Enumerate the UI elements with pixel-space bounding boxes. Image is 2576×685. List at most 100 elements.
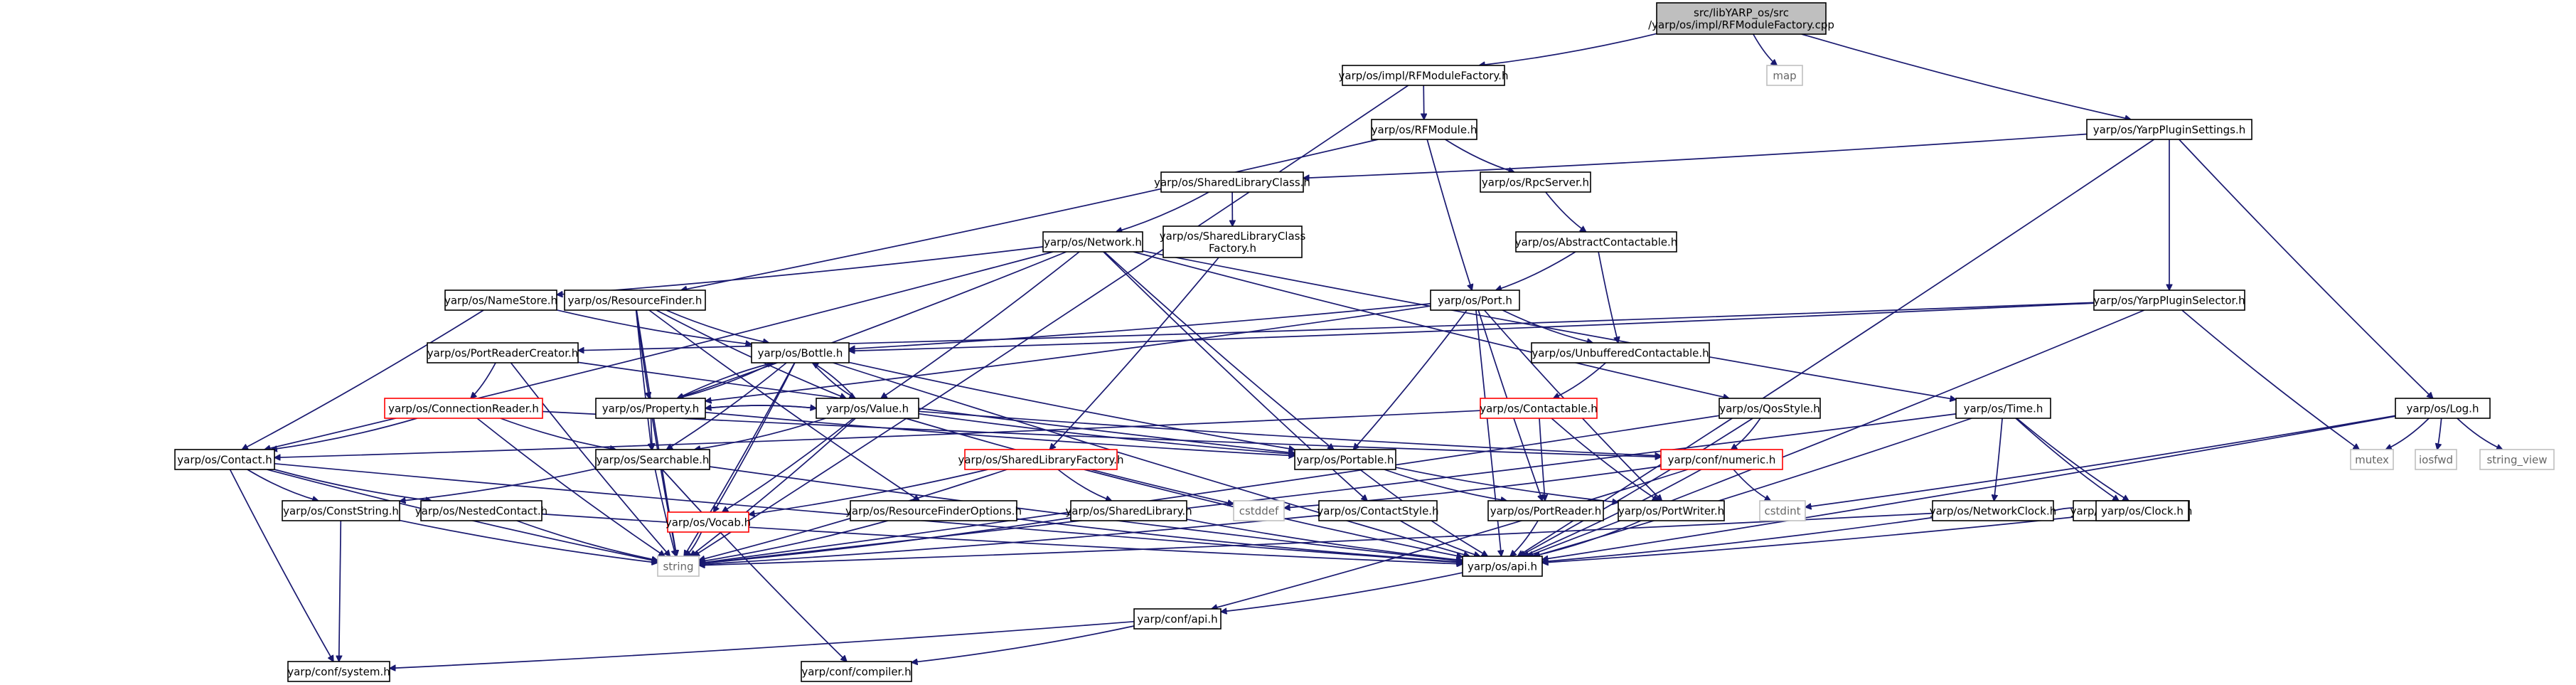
edge-log-to-iosfwd: [2437, 418, 2442, 450]
edge-portable-to-portreader: [1384, 469, 1507, 501]
edge-contactable-to-portreader: [1539, 418, 1545, 501]
node-confsystem-label: yarp/conf/system.h: [287, 666, 390, 679]
edge-portable-to-portwriter: [1395, 467, 1618, 502]
node-portreader[interactable]: yarp/os/PortReader.h: [1487, 500, 1604, 521]
edge-connreader-to-contact: [271, 418, 417, 450]
node-searchable-label: yarp/os/Searchable.h: [597, 454, 710, 467]
edge-prcreator-to-connreader: [471, 362, 496, 398]
node-searchable[interactable]: yarp/os/Searchable.h: [595, 449, 710, 470]
node-rfmf_h[interactable]: yarp/os/impl/RFModuleFactory.h: [1339, 65, 1509, 86]
node-confapi[interactable]: yarp/conf/api.h: [1133, 608, 1222, 630]
node-value-label: yarp/os/Value.h: [826, 403, 909, 415]
edge-sharedlib-to-string: [699, 517, 1071, 563]
edge-contact-to-confsystem: [229, 469, 334, 662]
node-root-label: /yarp/os/impl/RFModuleFactory.cpp: [1648, 18, 1834, 31]
edge-rfmf_h-to-string: [693, 85, 1409, 556]
edge-portwriter-to-osapi: [1533, 520, 1642, 556]
edge-slclass-to-network: [1116, 191, 1209, 232]
edge-rfoptions-to-string: [699, 520, 888, 562]
node-confcompiler[interactable]: yarp/conf/compiler.h: [801, 661, 912, 682]
node-stringview-box: [2479, 449, 2555, 470]
node-portwriter[interactable]: yarp/os/PortWriter.h: [1618, 500, 1725, 521]
node-log-box: [2395, 398, 2491, 419]
node-network[interactable]: yarp/os/Network.h: [1042, 231, 1143, 253]
node-rpcserver[interactable]: yarp/os/RpcServer.h: [1480, 171, 1591, 193]
node-osapi[interactable]: yarp/os/api.h: [1462, 556, 1543, 577]
edge-port-to-portable: [1353, 309, 1468, 450]
node-confsystem[interactable]: yarp/conf/system.h: [287, 661, 390, 682]
node-stringview: string_view: [2479, 449, 2555, 470]
node-confsystem-box: [287, 661, 390, 682]
node-namestore-label: yarp/os/NameStore.h: [444, 294, 557, 307]
node-rfmodule[interactable]: yarp/os/RFModule.h: [1371, 119, 1477, 140]
node-stringview-label: string_view: [2486, 454, 2547, 467]
node-property[interactable]: yarp/os/Property.h: [595, 398, 706, 419]
edge-conststring-to-string: [399, 519, 658, 563]
node-clock[interactable]: yarp/os/Clock.h: [2095, 500, 2189, 521]
node-log[interactable]: yarp/os/Log.h: [2395, 398, 2491, 419]
node-contactable[interactable]: yarp/os/Contactable.h: [1480, 398, 1598, 419]
node-resfinder[interactable]: yarp/os/ResourceFinder.h: [564, 290, 706, 311]
node-netclock[interactable]: yarp/os/NetworkClock.h: [1930, 500, 2057, 521]
edge-bottle-to-searchable: [666, 362, 787, 450]
node-unbuf[interactable]: yarp/os/UnbufferedContactable.h: [1531, 342, 1710, 363]
edge-ypsettings-to-log: [2179, 139, 2433, 398]
node-vocab[interactable]: yarp/os/Vocab.h: [666, 511, 751, 533]
node-ypselector[interactable]: yarp/os/YarpPluginSelector.h: [2093, 290, 2245, 311]
node-mutex-box: [2350, 449, 2394, 470]
edge-numeric-to-confapi: [1212, 469, 1688, 609]
node-slclass[interactable]: yarp/os/SharedLibraryClass.h: [1154, 171, 1310, 193]
edge-qosstyle-to-string: [699, 415, 1720, 563]
node-abscontact-label: yarp/os/AbstractContactable.h: [1515, 236, 1678, 249]
edge-ypselector-to-mutex: [2181, 309, 2359, 450]
node-time[interactable]: yarp/os/Time.h: [1955, 398, 2051, 419]
node-ypsettings[interactable]: yarp/os/YarpPluginSettings.h: [2086, 119, 2252, 140]
node-slfactory[interactable]: yarp/os/SharedLibraryFactory.h: [958, 449, 1124, 470]
node-slclass-box: [1160, 171, 1304, 193]
node-prcreator-box: [427, 342, 579, 363]
node-netclock-label: yarp/os/NetworkClock.h: [1930, 505, 2057, 518]
node-contact[interactable]: yarp/os/Contact.h: [174, 449, 275, 470]
node-string-label: string: [663, 561, 693, 573]
node-sharedlib-label: yarp/os/SharedLibrary.h: [1065, 505, 1192, 518]
node-searchable-box: [595, 449, 710, 470]
node-conststring[interactable]: yarp/os/ConstString.h: [282, 500, 400, 521]
node-port-label: yarp/os/Port.h: [1438, 294, 1512, 307]
node-value[interactable]: yarp/os/Value.h: [816, 398, 919, 419]
node-abscontact[interactable]: yarp/os/AbstractContactable.h: [1515, 231, 1678, 253]
edge-time-to-netclock: [1994, 418, 2003, 501]
node-qosstyle[interactable]: yarp/os/QosStyle.h: [1719, 398, 1821, 419]
edge-vocab-to-string: [685, 531, 702, 556]
edge-ypsettings-to-slclass: [1303, 133, 2088, 179]
edge-confapi-to-confcompiler: [912, 625, 1135, 662]
edge-time-to-osapi: [1534, 418, 1972, 556]
node-bottle[interactable]: yarp/os/Bottle.h: [751, 342, 850, 363]
node-namestore[interactable]: yarp/os/NameStore.h: [444, 290, 557, 311]
node-root[interactable]: src/libYARP_os/src/yarp/os/impl/RFModule…: [1648, 2, 1834, 35]
node-connreader[interactable]: yarp/os/ConnectionReader.h: [384, 398, 543, 419]
edge-conststring-to-confsystem: [339, 520, 341, 662]
node-portable[interactable]: yarp/os/Portable.h: [1294, 449, 1396, 470]
node-root-box: [1656, 2, 1827, 35]
node-port[interactable]: yarp/os/Port.h: [1430, 290, 1520, 311]
node-ypsettings-box: [2086, 119, 2252, 140]
edge-value-to-portable: [918, 413, 1295, 455]
node-ypselector-label: yarp/os/YarpPluginSelector.h: [2093, 294, 2245, 307]
node-sharedlib[interactable]: yarp/os/SharedLibrary.h: [1065, 500, 1192, 521]
node-contactstyle-label: yarp/os/ContactStyle.h: [1317, 505, 1438, 518]
node-time-label: yarp/os/Time.h: [1964, 403, 2043, 415]
node-numeric[interactable]: yarp/conf/numeric.h: [1660, 449, 1783, 470]
node-unbuf-box: [1531, 342, 1710, 363]
node-rfoptions[interactable]: yarp/os/ResourceFinderOptions.h: [845, 500, 1022, 521]
node-conststring-box: [282, 500, 400, 521]
node-rfoptions-box: [850, 500, 1017, 521]
node-prcreator[interactable]: yarp/os/PortReaderCreator.h: [427, 342, 579, 363]
edge-log-to-mutex: [2385, 418, 2430, 450]
edge-clock-to-osapi: [1542, 514, 2097, 563]
node-contactstyle[interactable]: yarp/os/ContactStyle.h: [1317, 500, 1439, 521]
node-nestedcontact[interactable]: yarp/os/NestedContact.h: [415, 500, 547, 521]
edge-property-to-portable: [705, 411, 1295, 456]
edge-value-to-bottle: [813, 362, 856, 399]
node-clock-label: yarp/os/Clock.h: [2101, 505, 2184, 518]
